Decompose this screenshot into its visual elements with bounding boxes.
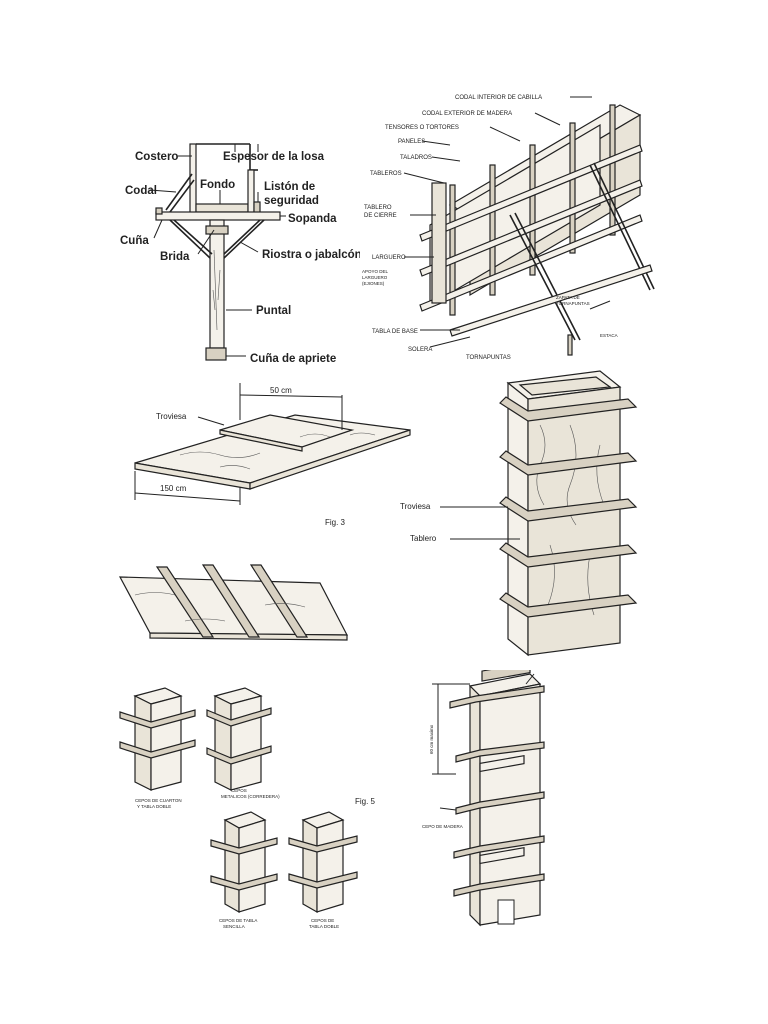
caption-cepos-1a: CEPOS DE CUARTON xyxy=(135,798,182,803)
label-riostra: Riostra o jabalcón xyxy=(262,249,360,261)
caption-fig-3: Fig. 3 xyxy=(325,518,346,527)
label-tensores: TENSORES O TORTORES xyxy=(385,125,459,131)
caption-fig-5: Fig. 5 xyxy=(355,797,375,806)
dim-vertical: 60 cm maximo xyxy=(429,724,434,754)
label-tornapuntas: TORNAPUNTAS xyxy=(466,355,511,361)
label-puntal: Puntal xyxy=(256,305,291,317)
caption-cepos-2b: METALICOS (CORREDERA) xyxy=(221,794,280,799)
label-fondo: Fondo xyxy=(200,179,235,191)
shoring-diagram: Costero Espesor de la losa Codal Fondo L… xyxy=(120,143,360,365)
label-cuna-apriete: Cuña de apriete xyxy=(250,353,336,365)
label-tableros: TABLEROS xyxy=(370,171,402,177)
label-paneles: PANELES xyxy=(398,139,425,145)
label-zapata-2: TORNAPUNTAS xyxy=(556,301,590,306)
label-espesor: Espesor de la losa xyxy=(223,151,325,163)
label-zapata-1: ZAPATA DE xyxy=(556,295,580,300)
board-cleats-diagram xyxy=(118,564,348,641)
label-tablero-column: Tablero xyxy=(410,534,437,543)
column-formwork-diagram: Troviesa Tablero xyxy=(400,370,638,657)
label-tablero-cierre-2: DE CIERRE xyxy=(364,213,397,219)
caption-cepos-2a: CEPOS xyxy=(231,788,247,793)
caption-cepos-4a: CEPOS DE xyxy=(311,918,334,923)
panel-diagram: 50 cm 150 cm Troviesa Fig. 3 xyxy=(134,383,411,527)
wall-formwork-diagram: CODAL INTERIOR DE CABILLA CODAL EXTERIOR… xyxy=(362,95,655,361)
label-apoyo-1: APOYO DEL xyxy=(362,269,389,274)
label-larguero: LARGUERO xyxy=(372,255,406,261)
dim-bottom: 150 cm xyxy=(160,484,187,493)
caption-cepos-4b: TABLA DOBLE xyxy=(309,924,339,929)
label-sopanda: Sopanda xyxy=(288,213,337,225)
label-codal-interior: CODAL INTERIOR DE CABILLA xyxy=(455,95,542,101)
label-cepo-madera: CEPO DE MADERA xyxy=(422,824,463,829)
cepos-diagram: CEPOS DE CUARTON Y TABLA DOBLE CEPOS MET… xyxy=(119,687,375,929)
label-codal-exterior: CODAL EXTERIOR DE MADERA xyxy=(422,111,512,117)
caption-cepos-3a: CEPOS DE TABLA xyxy=(219,918,257,923)
side-column-diagram: 60 cm maximo CEPO DE MADERA xyxy=(422,670,545,927)
label-costero: Costero xyxy=(135,151,178,163)
label-brida: Brida xyxy=(160,251,190,263)
label-tabla-base: TABLA DE BASE xyxy=(372,329,418,335)
label-liston-1: Listón de xyxy=(264,181,315,193)
dim-top: 50 cm xyxy=(270,386,292,395)
label-troviesa-panel: Troviesa xyxy=(156,412,187,421)
label-codal: Codal xyxy=(125,185,157,197)
caption-cepos-3b: SENCILLA xyxy=(223,924,245,929)
label-tablero-cierre-1: TABLERO xyxy=(364,205,392,211)
label-liston-2: seguridad xyxy=(264,195,319,207)
label-solera: SOLERA xyxy=(408,347,432,353)
label-cuna: Cuña xyxy=(120,235,149,247)
label-estaca: ESTACA xyxy=(600,333,618,338)
label-troviesa-column: Troviesa xyxy=(400,502,431,511)
label-apoyo-2: LARGUERO xyxy=(362,275,388,280)
label-apoyo-3: (EJIONES) xyxy=(362,281,385,286)
label-taladros: TALADROS xyxy=(400,155,432,161)
caption-cepos-1b: Y TABLA DOBLE xyxy=(137,804,171,809)
